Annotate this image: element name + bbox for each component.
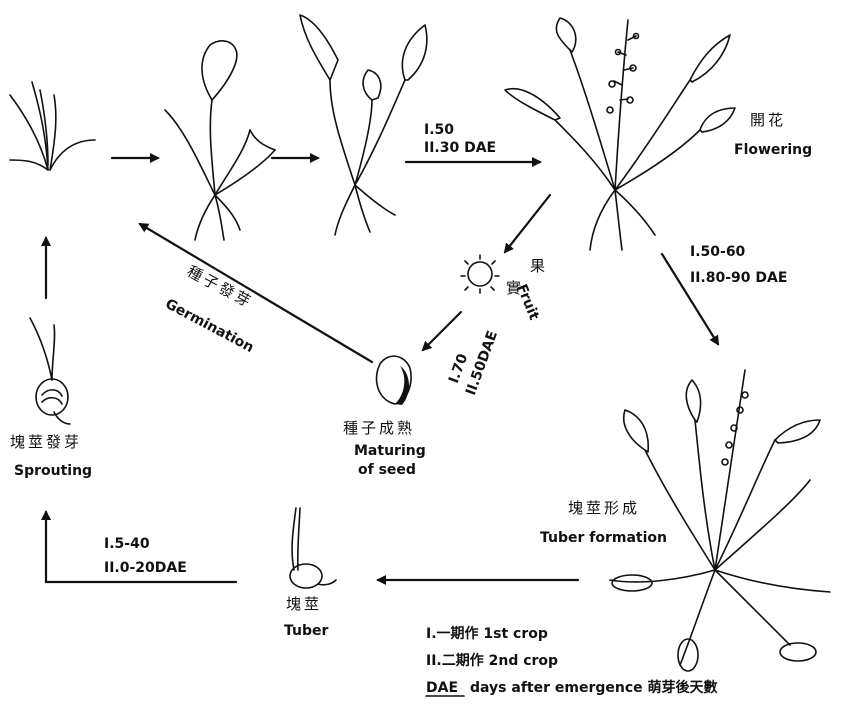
fruit-label-cn-1: 果 bbox=[530, 258, 548, 275]
seed-label-en-1: Maturing bbox=[354, 443, 426, 459]
duration-to-tuber-formation-1: I.50-60 bbox=[690, 244, 745, 260]
flowering-plant bbox=[505, 18, 735, 250]
seed-label-cn: 種子成熟 bbox=[343, 420, 415, 437]
duration-to-flowering-2: II.30 DAE bbox=[424, 140, 496, 156]
sprouting-tuber bbox=[30, 318, 70, 424]
tuber-label-en: Tuber bbox=[284, 623, 328, 639]
flowering-label-cn: 開花 bbox=[750, 112, 786, 129]
flowering-label-en: Flowering bbox=[734, 142, 812, 158]
seed-label-en-2: of seed bbox=[358, 462, 416, 478]
seedling-plant-2 bbox=[165, 41, 275, 240]
tuber-formation-label-en: Tuber formation bbox=[540, 530, 667, 546]
duration-to-sprouting-1: I.5-40 bbox=[104, 536, 150, 552]
sprouting-label-en: Sprouting bbox=[14, 463, 92, 479]
tuber-formation-plant bbox=[610, 370, 830, 671]
legend-crop-1: I.一期作 1st crop bbox=[426, 626, 548, 642]
legend-crop-2: II.二期作 2nd crop bbox=[426, 653, 558, 669]
duration-to-sprouting-2: II.0-20DAE bbox=[104, 560, 187, 576]
tuber-drawing bbox=[290, 508, 336, 588]
duration-to-flowering-1: I.50 bbox=[424, 122, 454, 138]
seed-drawing bbox=[376, 356, 411, 405]
arrow-flowering-to-fruit bbox=[505, 195, 550, 252]
seedling-plant-3 bbox=[300, 15, 427, 235]
arrow-fruit-to-seed bbox=[423, 312, 461, 350]
arrow-to-tuber-formation bbox=[662, 254, 718, 344]
tuber-formation-label-cn: 塊莖形成 bbox=[568, 500, 640, 517]
duration-to-tuber-formation-2: II.80-90 DAE bbox=[690, 270, 787, 286]
seedling-plant-1 bbox=[10, 82, 95, 170]
legend-dae-abbr: DAE bbox=[426, 680, 458, 696]
fruit-drawing bbox=[461, 255, 499, 293]
tuber-label-cn: 塊莖 bbox=[286, 596, 322, 613]
legend-dae-definition: days after emergence 萌芽後天數 bbox=[470, 680, 718, 696]
sprouting-label-cn: 塊莖發芽 bbox=[10, 434, 82, 451]
